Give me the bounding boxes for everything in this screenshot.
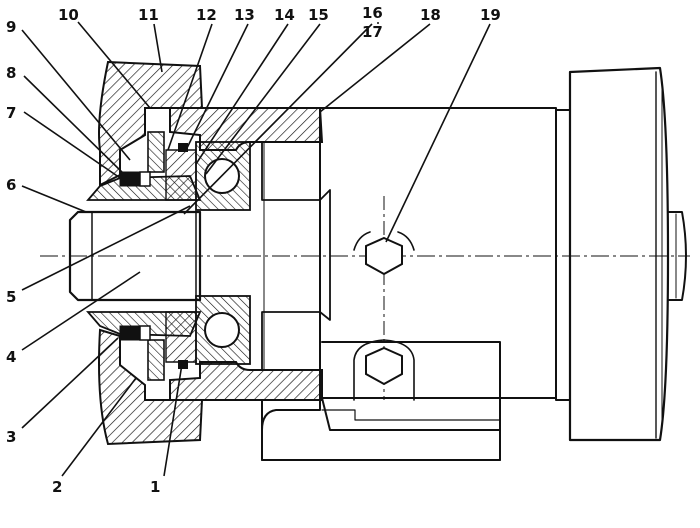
callout-10: 10 xyxy=(58,6,79,24)
callout-9: 9 xyxy=(6,18,16,36)
callout-15: 15 xyxy=(308,6,329,24)
callout-12: 12 xyxy=(196,6,217,24)
callout-11: 11 xyxy=(138,6,159,24)
callout-18: 18 xyxy=(420,6,441,24)
callout-16: 16 xyxy=(362,4,383,22)
callout-1: 1 xyxy=(150,478,160,496)
callout-17: 17 xyxy=(362,23,383,41)
callout-14: 14 xyxy=(274,6,295,24)
callout-5: 5 xyxy=(6,288,16,306)
rotor xyxy=(249,141,331,371)
bearing-lower xyxy=(195,295,251,365)
hex-plug-upper xyxy=(353,231,415,276)
callout-13: 13 xyxy=(234,6,255,24)
callout-8: 8 xyxy=(6,64,16,82)
callout-7: 7 xyxy=(6,104,16,122)
hex-plug-lower xyxy=(353,339,415,401)
callout-2: 2 xyxy=(52,478,62,496)
callout-4: 4 xyxy=(6,348,16,366)
motor-body xyxy=(319,66,687,442)
callout-6: 6 xyxy=(6,176,16,194)
callout-19: 19 xyxy=(480,6,501,24)
leader-lines xyxy=(21,21,491,477)
callout-3: 3 xyxy=(6,428,16,446)
